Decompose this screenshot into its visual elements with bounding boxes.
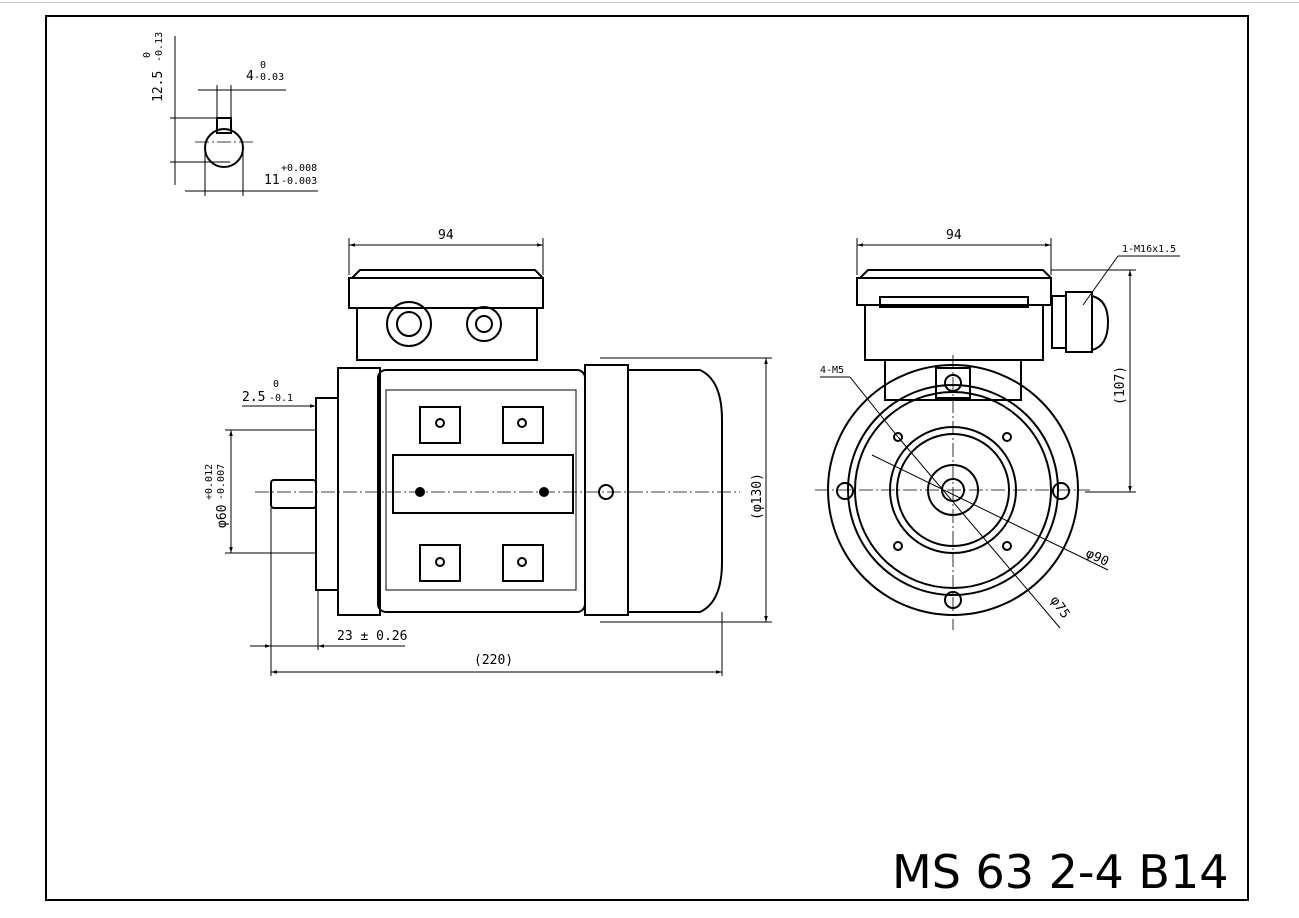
spigot-tol-upper: +0.012: [204, 464, 215, 500]
front-box-width-label: 94: [946, 228, 962, 243]
keyway-depth-label: 12.5: [151, 71, 166, 102]
keyway-depth-tol-upper: 0: [142, 52, 153, 58]
side-view: [255, 269, 740, 616]
spigot-dia-label: φ60: [215, 505, 230, 528]
flange-step-tol-upper: 0: [273, 379, 279, 390]
shaft-key-section: 12.5 0 -0.13 4 0 -0.03 11 +0.008 -0.003: [142, 32, 318, 196]
shaft-dia-tol-lower: -0.003: [281, 176, 317, 187]
spigot-tol-lower: -0.007: [216, 464, 227, 500]
keyway-depth-tol-lower: -0.13: [154, 32, 165, 62]
cable-gland-label: 1-M16x1.5: [1122, 244, 1176, 255]
key-width-tol-upper: 0: [260, 60, 266, 71]
shaft-dia-tol-upper: +0.008: [281, 163, 317, 174]
drawing-frame: [45, 15, 1249, 901]
top-divider: [0, 2, 1299, 3]
model-title: MS 63 2-4 B14: [892, 845, 1229, 899]
flange-step-tol-lower: -0.1: [269, 393, 293, 404]
flange-step-label: 2.5: [242, 390, 265, 405]
body-dia-label: (φ130): [750, 473, 765, 520]
overall-length-label: (220): [474, 653, 513, 668]
holes-label: 4-M5: [820, 365, 844, 376]
key-width-tol-lower: -0.03: [254, 72, 284, 83]
front-view: [815, 269, 1110, 630]
shaft-length-label: 23 ± 0.26: [337, 629, 407, 644]
front-view-dimensions: 94 1-M16x1.5 (107) 4-M5 φ90 φ75: [820, 228, 1180, 629]
height-label: (107): [1113, 366, 1128, 405]
side-box-width-label: 94: [438, 228, 454, 243]
pcd-label: φ90: [1083, 546, 1111, 570]
key-width-label: 4: [246, 69, 254, 84]
shaft-dia-label: 11: [264, 173, 280, 188]
side-view-dimensions: 94 2.5 0 -0.1 φ60 +0.012 -0.007 23 ± 0.2…: [204, 228, 772, 676]
